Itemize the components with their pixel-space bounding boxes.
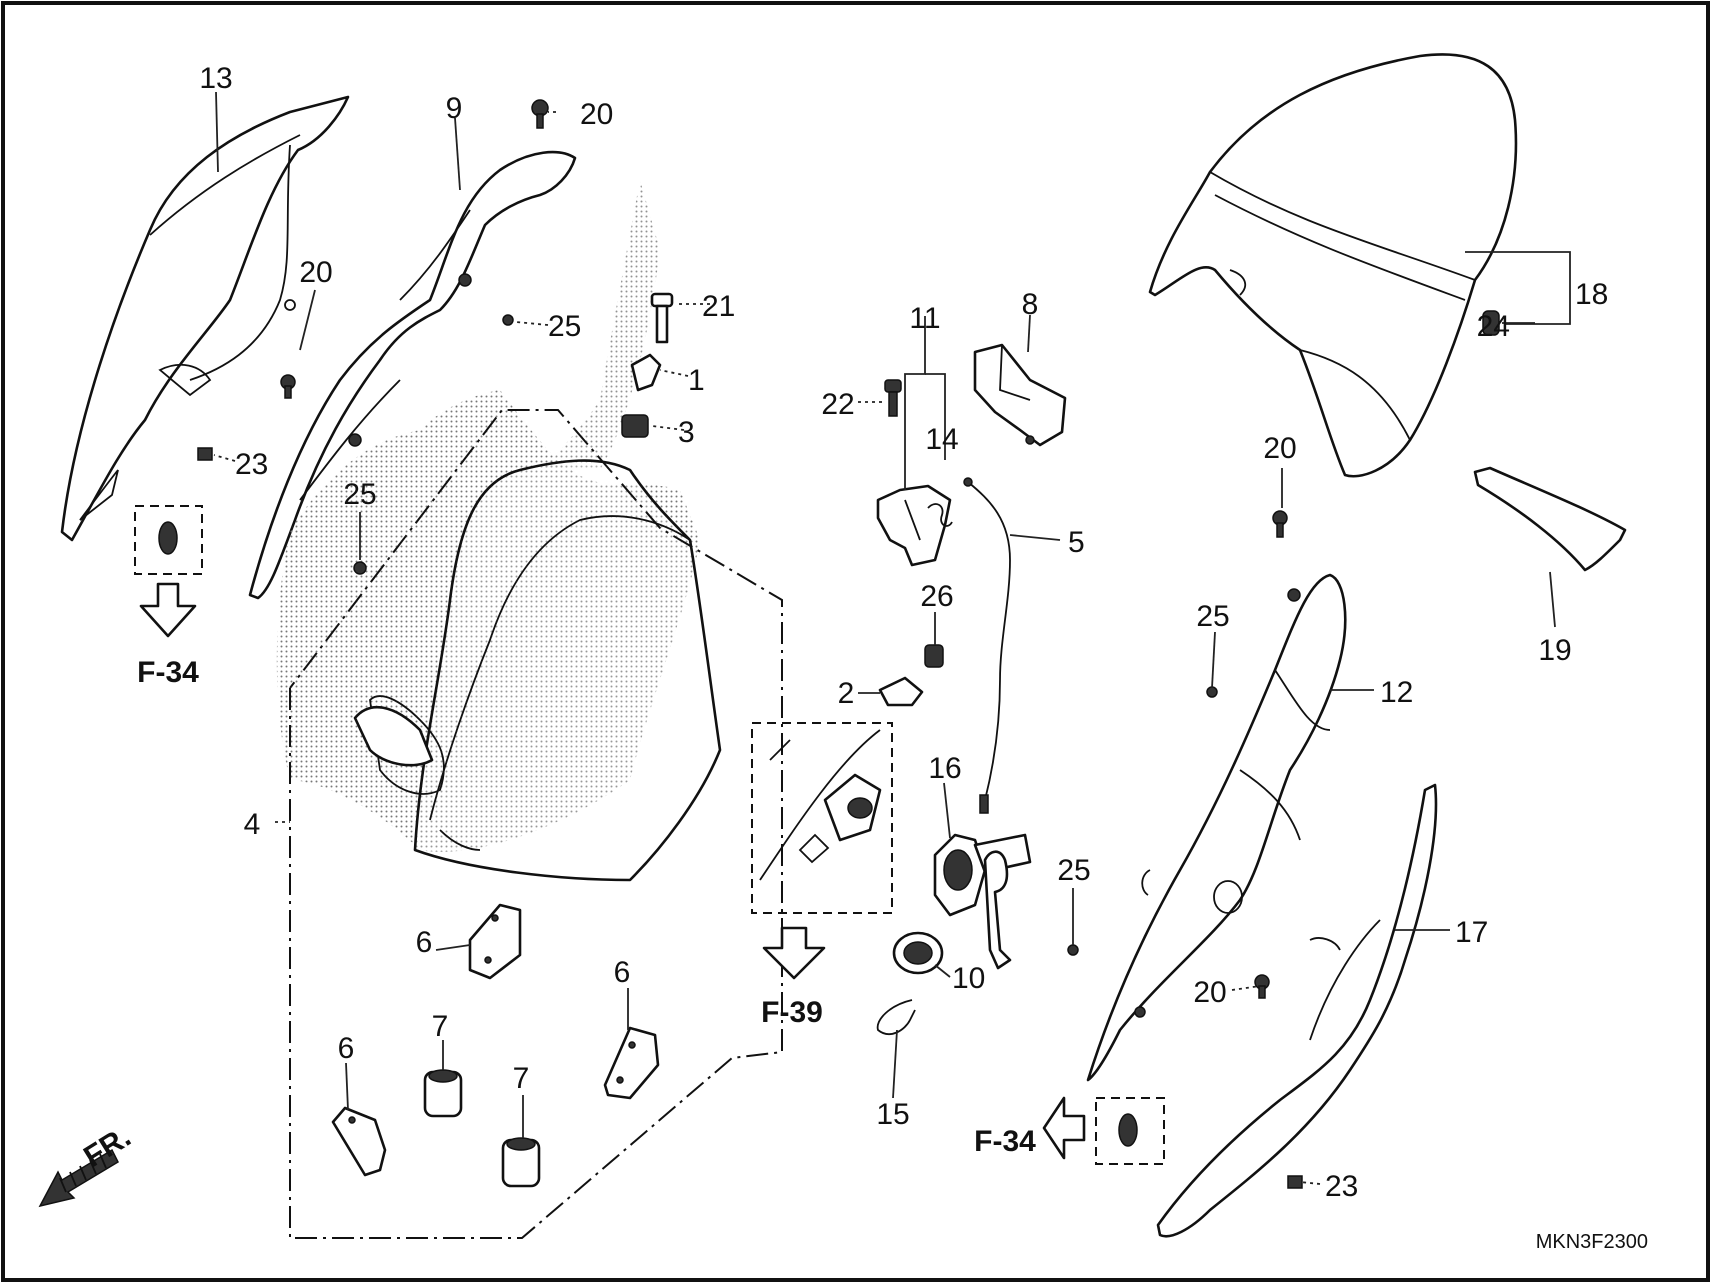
label-6-b: 6 [614, 956, 631, 989]
detail-box-f39 [751, 722, 893, 914]
label-1: 1 [688, 364, 705, 397]
label-18: 18 [1575, 278, 1608, 311]
label-25-c: 25 [1057, 854, 1090, 887]
part-21-bolt [650, 292, 674, 344]
part-20-screw-d [1254, 974, 1270, 999]
part-13-side-cover-left [60, 95, 350, 542]
label-20-b: 20 [299, 256, 332, 289]
label-12: 12 [1380, 676, 1413, 709]
label-4: 4 [244, 808, 261, 841]
part-11-seat-catch [876, 484, 952, 567]
label-25-b: 25 [343, 478, 376, 511]
label-8: 8 [1022, 288, 1039, 321]
leader-lines [213, 91, 1556, 1185]
part-25-screw-a [502, 314, 514, 326]
ref-label-right: F-34 [974, 1125, 1036, 1158]
part-2-lever [878, 676, 924, 707]
label-10: 10 [952, 962, 985, 995]
part-20-screw-c [1272, 510, 1288, 538]
ref-label-center: F-39 [761, 996, 823, 1029]
label-17: 17 [1455, 916, 1488, 949]
ref-box-center-arrow [762, 926, 826, 980]
part-25-screw-d [1067, 944, 1079, 956]
part-10-lock-grommet [892, 931, 944, 975]
part-1-collar [630, 353, 662, 392]
ref-box-left [134, 505, 203, 638]
label-26: 26 [920, 580, 953, 613]
label-25-a: 25 [548, 310, 581, 343]
label-7-a: 7 [432, 1010, 449, 1043]
part-23-rivet-b [1287, 1175, 1303, 1189]
part-15-retainer-clip [876, 999, 916, 1035]
part-17-lower-cover [1156, 783, 1438, 1238]
part-5-seat-lock-cable [963, 477, 1011, 814]
label-22: 22 [821, 388, 854, 421]
part-18-rear-seat [1148, 53, 1571, 478]
part-9-side-cover [248, 150, 577, 600]
part-7-damper-a [423, 1069, 463, 1118]
ref-box-right [1042, 1096, 1165, 1165]
part-23-rivet-a [197, 447, 213, 461]
front-direction-arrow: FR. [38, 1120, 137, 1208]
label-21: 21 [702, 290, 735, 323]
part-19-strap [1473, 466, 1627, 572]
part-8-lock-holder [973, 343, 1067, 447]
label-25-d: 25 [1196, 600, 1229, 633]
label-13: 13 [199, 62, 232, 95]
label-15: 15 [876, 1098, 909, 1131]
label-11: 11 [909, 302, 940, 335]
label-6-c: 6 [338, 1032, 355, 1065]
part-12-rear-cowl [1086, 573, 1347, 1082]
part-6-clip-a [468, 903, 522, 980]
label-19: 19 [1538, 634, 1571, 667]
ref-label-left: F-34 [137, 656, 199, 689]
part-7-damper-b [501, 1137, 541, 1188]
part-22-bolt [884, 379, 902, 417]
label-9: 9 [446, 92, 463, 125]
label-20-d: 20 [1193, 976, 1226, 1009]
part-14-spring [927, 503, 953, 527]
diagram-code: MKN3F2300 [1536, 1231, 1648, 1253]
part-20-screw-b [280, 374, 296, 399]
part-20-screw-a [531, 99, 549, 129]
label-20-c: 20 [1263, 432, 1296, 465]
part-16-key-cylinder [933, 833, 1032, 970]
part-24-nut [1482, 310, 1500, 336]
part-26-bolt [924, 644, 944, 668]
part-6-clip-b [603, 1026, 660, 1100]
label-16: 16 [928, 752, 961, 785]
label-5: 5 [1068, 526, 1085, 559]
label-3: 3 [678, 416, 695, 449]
part-25-screw-c [1206, 686, 1218, 698]
part-4-seat-cowl [276, 180, 783, 1239]
part-labels: 13 9 20 20 25 21 1 3 23 25 4 11 8 22 14 … [199, 62, 1608, 1203]
label-23-b: 23 [1325, 1170, 1358, 1203]
label-24: 24 [1477, 310, 1510, 343]
label-23-a: 23 [235, 448, 268, 481]
label-14: 14 [925, 423, 958, 456]
part-3-nut [621, 414, 649, 438]
part-25-screw-b [353, 561, 367, 575]
label-2: 2 [838, 677, 855, 710]
part-6-clip-c [331, 1106, 387, 1177]
label-20-a: 20 [580, 98, 613, 131]
label-6-a: 6 [416, 926, 433, 959]
label-7-b: 7 [513, 1062, 530, 1095]
